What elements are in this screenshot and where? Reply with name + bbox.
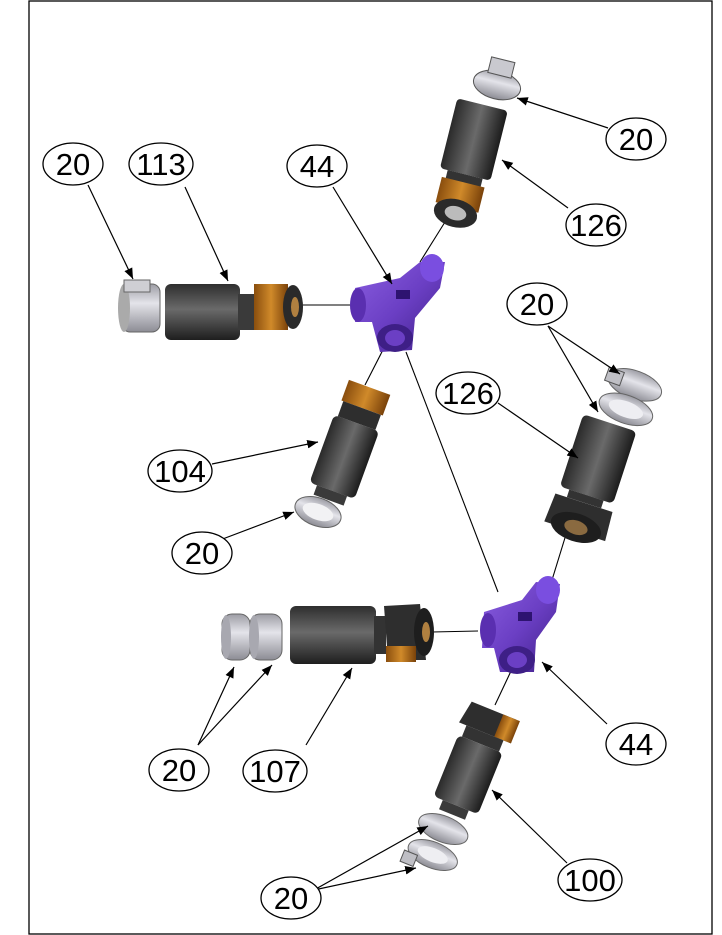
balloon-label: 107 [249,754,301,789]
leader-lines [87,97,621,891]
balloon-label: 20 [619,122,653,157]
balloon-label: 20 [274,881,308,916]
balloon-20-bottom: 20 [260,876,322,920]
drawing-frame [28,0,713,935]
hose-fitting-104 [310,379,391,506]
hose-clamps-bottom [399,813,469,871]
balloon-label: 20 [520,287,554,322]
balloon-label: 100 [564,863,616,898]
balloon-20-middle-left: 20 [171,531,233,575]
hose-clamps-right [598,366,663,427]
balloon-113: 113 [128,142,194,186]
balloon-100: 100 [557,858,623,902]
hose-fitting-113 [165,284,303,340]
balloon-20-left: 20 [42,142,104,186]
hose-clamps-lower-left [221,613,283,661]
balloon-label: 126 [570,208,622,243]
hose-fitting-107 [290,604,434,664]
balloon-label: 113 [136,147,185,182]
balloon-20-top-right: 20 [605,117,667,161]
hose-clamp-left [118,279,161,333]
balloon-label: 20 [56,147,90,182]
balloon-44-lower: 44 [605,722,667,766]
balloon-label: 104 [154,454,206,489]
balloon-20-right: 20 [506,282,568,326]
balloon-126-right: 126 [435,371,501,415]
hose-fitting-100 [435,701,520,820]
balloon-label: 44 [300,149,334,184]
hose-fitting-126-upper [433,99,507,228]
balloon-label: 20 [162,753,196,788]
hose-clamp-upper-right [472,56,522,101]
balloon-label: 126 [442,376,494,411]
balloon-126-top-right: 126 [565,203,627,247]
balloon-20-lower-left: 20 [148,748,210,792]
balloon-104: 104 [147,449,213,493]
tee-fitting-44-upper [350,254,445,352]
hose-fitting-126-right [544,415,636,544]
hose-clamp-middle-left [294,495,342,529]
tee-fitting-44-lower [480,576,560,674]
balloon-label: 20 [185,536,219,571]
balloon-107: 107 [242,749,308,793]
balloon-label: 44 [619,727,653,762]
balloon-44-upper: 44 [286,144,348,188]
